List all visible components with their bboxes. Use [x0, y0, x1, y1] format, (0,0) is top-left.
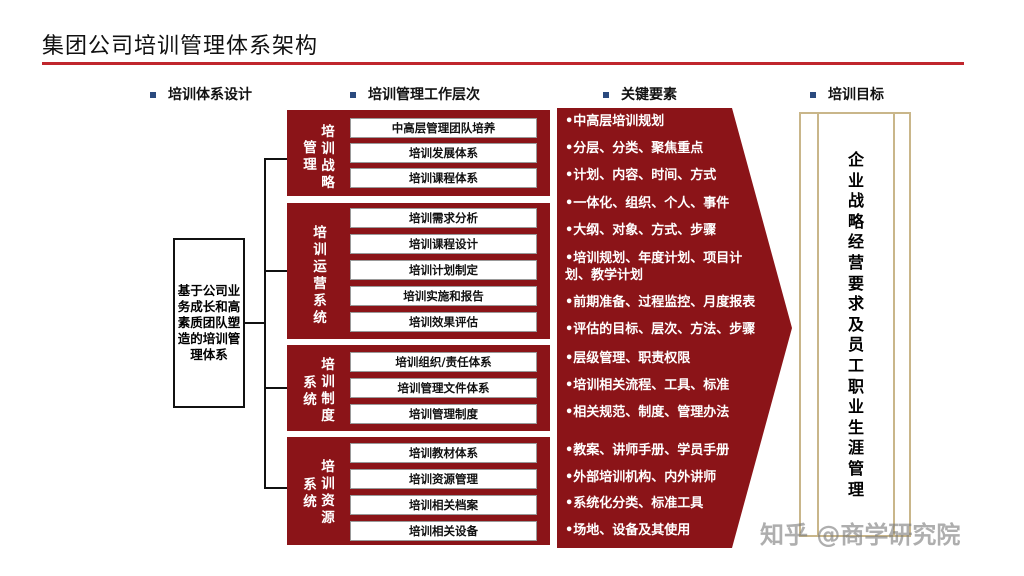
watermark: 知乎 @商学研究院: [760, 521, 961, 549]
key-element: •培训相关流程、工具、标准: [565, 378, 730, 393]
list-item: 培训管理文件体系: [350, 378, 537, 398]
group-label-column: 培训战略: [321, 124, 335, 191]
page-title: 集团公司培训管理体系架构: [42, 34, 319, 59]
key-element: •前期准备、过程监控、月度报表: [565, 295, 756, 310]
title-underline: [42, 62, 964, 65]
connector-group-2: [264, 270, 287, 272]
list-item: 培训课程体系: [350, 168, 537, 188]
root-box: 基于公司业务成长和高素质团队塑造的培训管理体系: [173, 238, 245, 408]
group-label-column: 培训资源: [321, 459, 335, 526]
connector-group-3: [264, 387, 287, 389]
group-label: 管理培训战略: [301, 124, 337, 192]
connector-group-4: [264, 487, 287, 489]
column-header-goal: 培训目标: [810, 84, 884, 104]
connector-vertical: [264, 158, 266, 488]
key-elements-list: •中高层培训规划 •分层、分类、聚焦重点 •计划、内容、时间、方式 •一体化、组…: [557, 108, 787, 548]
group-training-operations: 培训运营系统 培训需求分析 培训课程设计 培训计划制定 培训实施和报告 培训效果…: [287, 203, 550, 339]
key-element: •分层、分类、聚焦重点: [565, 141, 704, 156]
key-element: •培训规划、年度计划、项目计: [565, 251, 743, 266]
root-text: 基于公司业务成长和高素质团队塑造的培训管理体系: [177, 283, 241, 362]
key-element: •一体化、组织、个人、事件: [565, 196, 730, 211]
bullet-square-icon: [810, 92, 816, 98]
group-label: 系统培训制度: [301, 357, 337, 425]
key-element: •系统化分类、标准工具: [565, 496, 704, 511]
key-element: •教案、讲师手册、学员手册: [565, 443, 730, 458]
connector-group-1: [264, 158, 287, 160]
list-item: 培训管理制度: [350, 404, 537, 424]
key-element: •中高层培训规划: [565, 114, 665, 129]
column-header-key-elements: 关键要素: [603, 84, 677, 104]
group-label-column: 系统: [303, 375, 317, 408]
list-item: 培训需求分析: [350, 208, 537, 228]
list-item: 中高层管理团队培养: [350, 118, 537, 138]
column-header-design: 培训体系设计: [150, 84, 252, 104]
bullet-square-icon: [603, 92, 609, 98]
key-element: •外部培训机构、内外讲师: [565, 470, 717, 485]
group-label: 培训运营系统: [311, 225, 329, 327]
list-item: 培训实施和报告: [350, 286, 537, 306]
connector-root: [245, 322, 265, 324]
group-label-column: 培训制度: [321, 357, 335, 424]
list-item: 培训资源管理: [350, 469, 537, 489]
key-elements-arrow: [557, 108, 792, 548]
list-item: 培训教材体系: [350, 443, 537, 463]
group-label: 系统培训资源: [301, 459, 337, 527]
key-element: •大纲、对象、方式、步骤: [565, 223, 717, 238]
training-goal-box: 企业战略经营要求及员工职业生涯管理: [799, 112, 911, 537]
list-item: 培训效果评估: [350, 312, 537, 332]
key-element: 划、教学计划: [565, 268, 644, 283]
key-element: •场地、设备及其使用: [565, 523, 691, 538]
group-label-column: 管理: [303, 140, 317, 173]
group-training-strategy: 管理培训战略 中高层管理团队培养 培训发展体系 培训课程体系: [287, 110, 550, 196]
group-training-resources: 系统培训资源 培训教材体系 培训资源管理 培训相关档案 培训相关设备: [287, 437, 550, 545]
group-label-column: 系统: [303, 477, 317, 510]
training-goal-inner: 企业战略经营要求及员工职业生涯管理: [817, 114, 895, 535]
key-element: •相关规范、制度、管理办法: [565, 405, 730, 420]
list-item: 培训相关档案: [350, 495, 537, 515]
bullet-square-icon: [350, 92, 356, 98]
key-element: •评估的目标、层次、方法、步骤: [565, 322, 756, 337]
group-label-column: 培训运营系统: [313, 225, 327, 326]
list-item: 培训组织/责任体系: [350, 352, 537, 372]
bullet-square-icon: [150, 92, 156, 98]
arrow-shape: [557, 108, 792, 548]
key-element: •层级管理、职责权限: [565, 351, 691, 366]
key-element: •计划、内容、时间、方式: [565, 168, 717, 183]
training-goal-text: 企业战略经营要求及员工职业生涯管理: [847, 150, 864, 499]
list-item: 培训相关设备: [350, 521, 537, 541]
group-training-system: 系统培训制度 培训组织/责任体系 培训管理文件体系 培训管理制度: [287, 345, 550, 431]
list-item: 培训课程设计: [350, 234, 537, 254]
column-header-levels: 培训管理工作层次: [350, 84, 480, 104]
list-item: 培训发展体系: [350, 143, 537, 163]
list-item: 培训计划制定: [350, 260, 537, 280]
